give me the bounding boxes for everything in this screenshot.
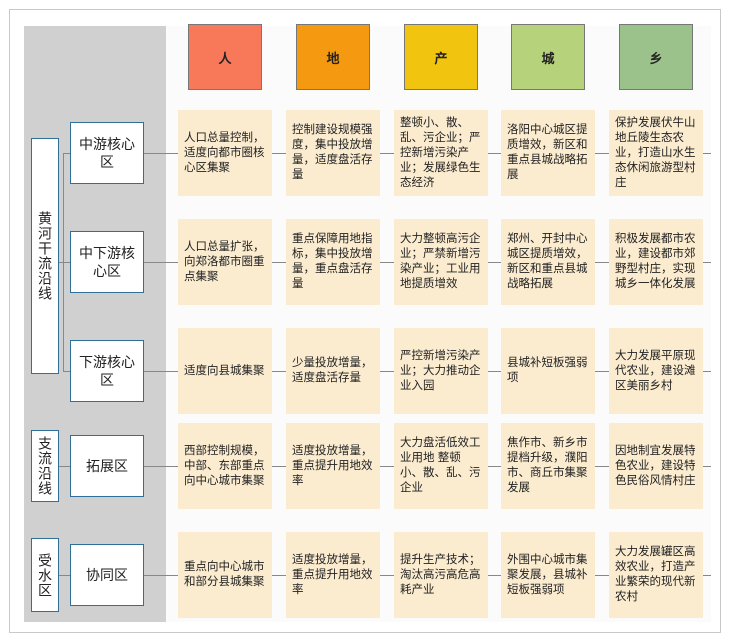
cell-coordination-xiang: 大力发展罐区高效农业，打造产业繁荣的现代新农村	[609, 532, 703, 618]
cell-middle-lower-core-ren: 人口总量扩张，向郑洛都市圈重点集聚	[178, 219, 272, 305]
cell-middle-core-xiang: 保护发展伏牛山地丘陵生态农业，打造山水生态休闲旅游型村庄	[609, 110, 703, 196]
zone-middle-lower-core: 中下游核心区	[70, 231, 144, 293]
header-di: 地	[296, 24, 370, 90]
zone-lower-core: 下游核心区	[70, 340, 144, 402]
cell-lower-core-chan: 严控新增污染产业；大力推动企业入园	[394, 328, 488, 414]
connector	[59, 466, 70, 467]
header-cheng: 城	[511, 24, 585, 90]
cell-lower-core-cheng: 县城补短板强弱项	[501, 328, 595, 414]
cell-lower-core-xiang: 大力发展平原现代农业，建设滩区美丽乡村	[609, 328, 703, 414]
connector	[63, 371, 70, 372]
region-tributary: 支流沿线	[31, 430, 59, 502]
connector	[63, 153, 70, 154]
cell-expansion-xiang: 因地制宜发展特色农业，建设特色民俗风情村庄	[609, 423, 703, 509]
cell-middle-core-chan: 整顿小、散、乱、污企业；严控新增污染产业；发展绿色生态经济	[394, 110, 488, 196]
cell-middle-lower-core-chan: 大力整顿高污企业；严禁新增污染产业；工业用地提质增效	[394, 219, 488, 305]
diagram-frame	[9, 9, 721, 633]
cell-expansion-cheng: 焦作市、新乡市提档升级，濮阳市、商丘市集聚发展	[501, 423, 595, 509]
connector	[59, 575, 70, 576]
region-yellow-river-mainstream: 黄河干流沿线	[31, 138, 59, 374]
cell-lower-core-di: 少量投放增量，适度盘活存量	[286, 328, 380, 414]
header-xiang: 乡	[619, 24, 693, 90]
cell-middle-core-cheng: 洛阳中心城区提质增效，新区和重点县城战略拓展	[501, 110, 595, 196]
zone-expansion: 拓展区	[70, 435, 144, 497]
connector	[59, 262, 63, 263]
zone-coordination: 协同区	[70, 544, 144, 606]
cell-middle-core-di: 控制建设规模强度，集中投放增量，适度盘活存量	[286, 110, 380, 196]
region-water-receiving: 受水区	[31, 538, 59, 612]
cell-middle-lower-core-di: 重点保障用地指标，集中投放增量，重点盘活存量	[286, 219, 380, 305]
zone-middle-core: 中游核心区	[70, 122, 144, 184]
cell-expansion-di: 适度投放增量，重点提升用地效率	[286, 423, 380, 509]
cell-middle-lower-core-cheng: 郑州、开封中心城区提质增效，新区和重点县城战略拓展	[501, 219, 595, 305]
cell-coordination-cheng: 外围中心城市集聚发展，县城补短板强弱项	[501, 532, 595, 618]
cell-coordination-chan: 提升生产技术；淘汰高污高危高耗产业	[394, 532, 488, 618]
cell-coordination-di: 适度投放增量，重点提升用地效率	[286, 532, 380, 618]
connector	[63, 262, 70, 263]
cell-lower-core-ren: 适度向县城集聚	[178, 328, 272, 414]
header-chan: 产	[404, 24, 478, 90]
cell-middle-lower-core-xiang: 积极发展都市农业，建设都市郊野型村庄，实现城乡一体化发展	[609, 219, 703, 305]
cell-expansion-ren: 西部控制规模，中部、东部重点向中心城市集聚	[178, 423, 272, 509]
cell-expansion-chan: 大力盘活低效工业用地 整顿小、散、乱、污企业	[394, 423, 488, 509]
header-ren: 人	[188, 24, 262, 90]
cell-middle-core-ren: 人口总量控制，适度向都市圈核心区集聚	[178, 110, 272, 196]
cell-coordination-ren: 重点向中心城市和部分县城集聚	[178, 532, 272, 618]
